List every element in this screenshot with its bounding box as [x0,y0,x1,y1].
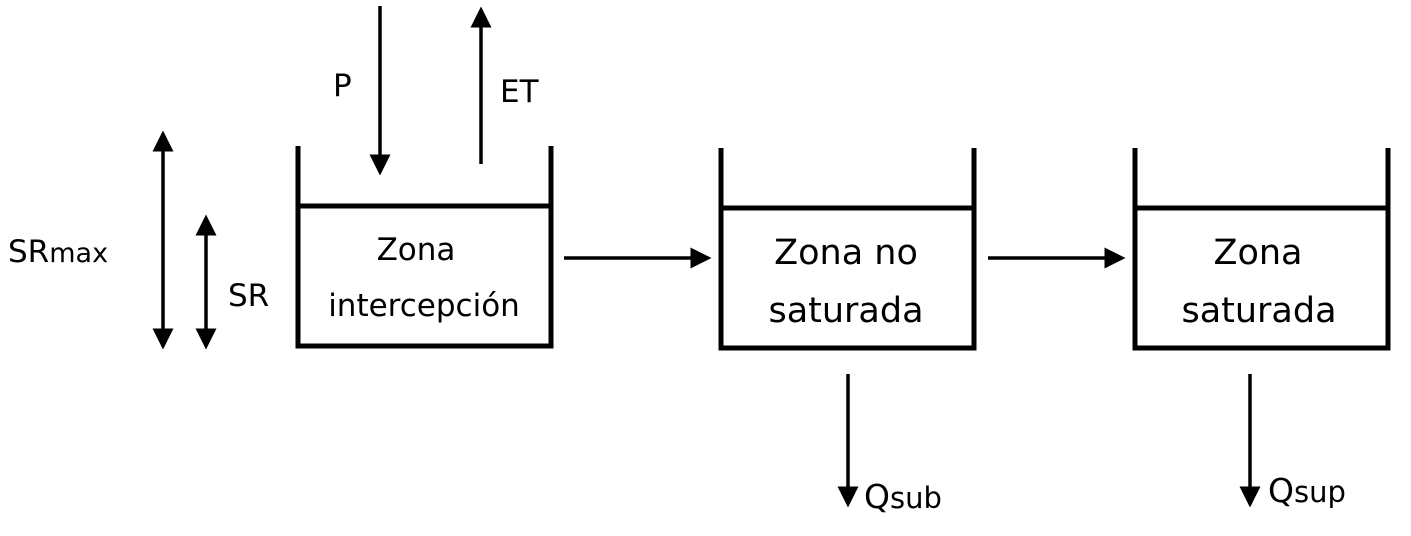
tank-saturated: Zona saturada [1132,148,1391,351]
storage-max-main: SR [8,234,49,270]
tank-label-line2: saturada [768,291,923,331]
outflow-qsup-main: Q [1268,471,1294,510]
outflow-qsub-sub: sub [890,481,942,515]
storage-max-sub: max [49,238,108,269]
evapotranspiration-label: ET [500,74,540,110]
storage-current-label: SR [228,278,269,314]
tank-outline [295,146,554,349]
outflow-qsub-main: Q [864,477,890,516]
storage-max-label: SRmax [8,234,108,270]
tank-label-line1: Zona [377,232,456,268]
tank-label-line1: Zona no [774,233,918,273]
tank-outline [718,148,977,351]
tank-interception: Zona intercepción [295,146,554,349]
tank-outline [1132,148,1391,351]
tank-unsaturated: Zona no saturada [718,148,977,351]
tank-label-line2: saturada [1181,291,1336,331]
tank-label-line2: intercepción [328,288,520,324]
precipitation-label: P [333,68,352,104]
outflow-label-qsup: Qsup [1268,471,1346,510]
outflow-label-qsub: Qsub [864,477,942,516]
tank-label-line1: Zona [1213,233,1302,273]
outflow-qsup-sub: sup [1294,475,1346,509]
